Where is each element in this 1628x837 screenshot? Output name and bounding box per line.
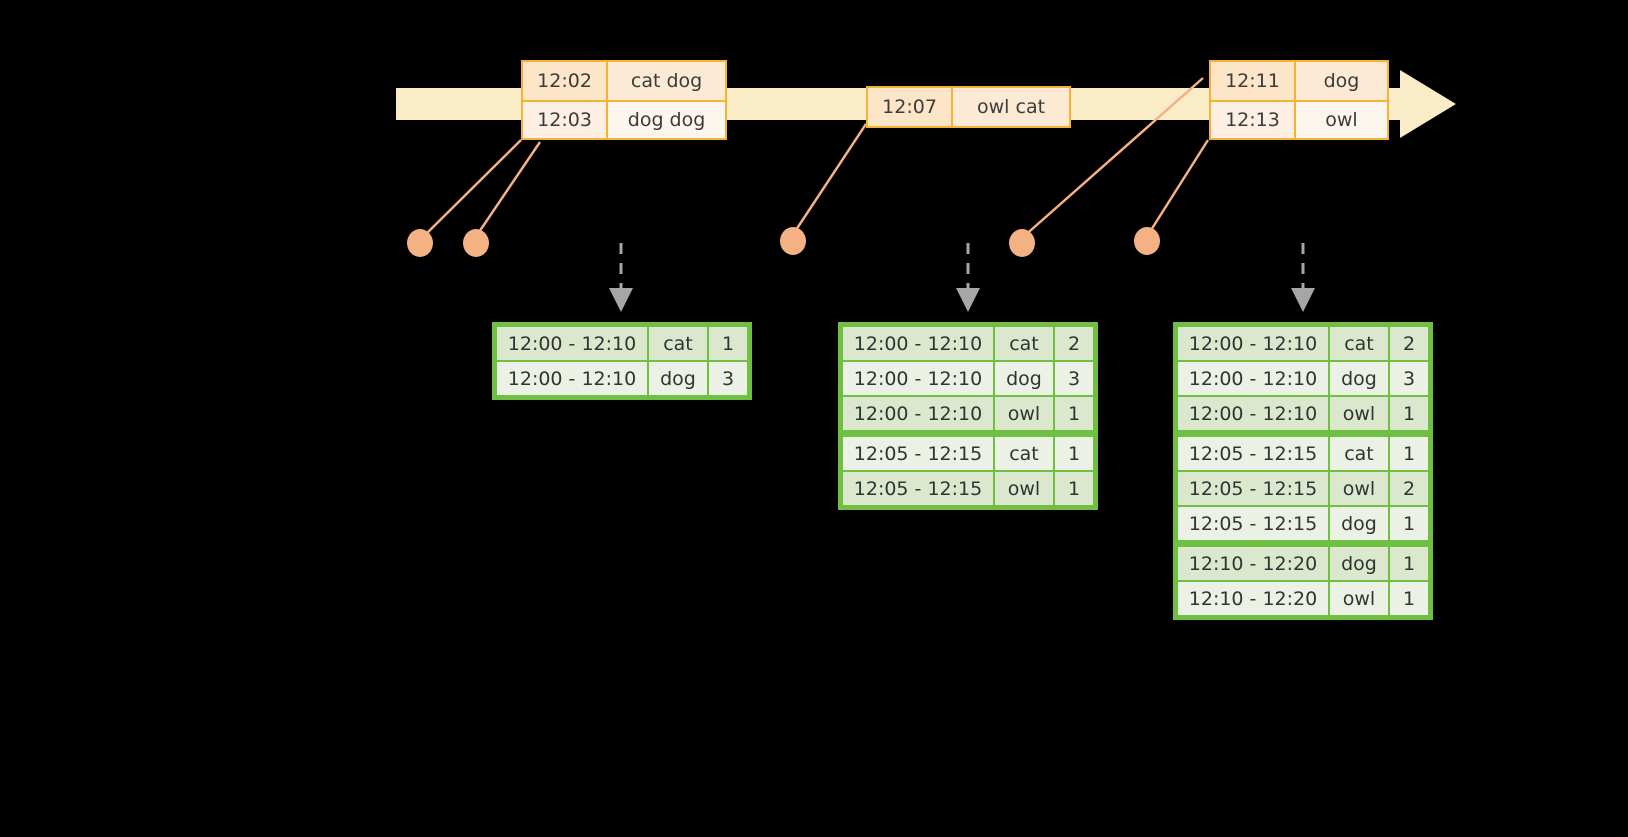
cell-count: 1 [1055, 472, 1093, 505]
cell-count: 2 [1390, 472, 1428, 505]
cell-count: 1 [1390, 582, 1428, 615]
event-box-1[interactable]: 12:02 cat dog 12:03 dog dog [521, 60, 727, 140]
event-time: 12:11 [1211, 62, 1296, 100]
cell-window: 12:00 - 12:10 [1178, 327, 1328, 360]
cell-count: 3 [1390, 362, 1428, 395]
event-dots [407, 227, 1160, 257]
cell-count: 2 [1055, 327, 1093, 360]
event-time: 12:03 [523, 102, 609, 138]
cell-window: 12:00 - 12:10 [1178, 397, 1328, 430]
cell-window: 12:05 - 12:15 [1178, 472, 1328, 505]
cell-count: 3 [709, 362, 747, 395]
event-time: 12:07 [868, 88, 954, 126]
cell-count: 1 [1055, 397, 1093, 430]
cell-count: 1 [1390, 507, 1428, 540]
state-arrows [619, 243, 1305, 288]
cell-window: 12:00 - 12:10 [497, 362, 647, 395]
event-row: 12:13 owl [1211, 100, 1387, 138]
cell-count: 1 [1390, 437, 1428, 470]
event-connectors [419, 77, 1210, 241]
cell-word: cat [1330, 437, 1388, 470]
event-words: owl cat [953, 88, 1069, 126]
table-group-separator [1178, 432, 1428, 435]
event-row: 12:03 dog dog [523, 100, 725, 138]
cell-count: 1 [1055, 437, 1093, 470]
event-words: dog [1295, 62, 1387, 100]
cell-count: 3 [1055, 362, 1093, 395]
cell-word: cat [995, 327, 1053, 360]
cell-window: 12:00 - 12:10 [1178, 362, 1328, 395]
cell-window: 12:05 - 12:15 [1178, 507, 1328, 540]
cell-word: owl [1330, 582, 1388, 615]
cell-window: 12:05 - 12:15 [843, 472, 993, 505]
cell-window: 12:00 - 12:10 [843, 397, 993, 430]
event-time: 12:02 [523, 62, 609, 100]
cell-word: owl [1330, 397, 1388, 430]
cell-word: dog [995, 362, 1053, 395]
event-row: 12:11 dog [1211, 62, 1387, 100]
cell-word: dog [1330, 507, 1388, 540]
cell-window: 12:00 - 12:10 [843, 327, 993, 360]
cell-word: owl [1330, 472, 1388, 505]
cell-word: owl [995, 397, 1053, 430]
cell-word: owl [995, 472, 1053, 505]
table-group-separator [843, 432, 1093, 435]
event-box-2[interactable]: 12:07 owl cat [866, 86, 1071, 128]
cell-count: 1 [1390, 397, 1428, 430]
cell-window: 12:05 - 12:15 [1178, 437, 1328, 470]
table-group-separator [1178, 542, 1428, 545]
cell-count: 1 [709, 327, 747, 360]
event-time: 12:13 [1211, 102, 1296, 138]
event-words: owl [1295, 102, 1387, 138]
cell-word: dog [649, 362, 707, 395]
cell-window: 12:00 - 12:10 [843, 362, 993, 395]
cell-word: dog [1330, 547, 1388, 580]
cell-window: 12:10 - 12:20 [1178, 547, 1328, 580]
event-words: cat dog [608, 62, 725, 100]
cell-count: 2 [1390, 327, 1428, 360]
event-box-3[interactable]: 12:11 dog 12:13 owl [1209, 60, 1389, 140]
event-row: 12:07 owl cat [868, 88, 1069, 126]
cell-word: dog [1330, 362, 1388, 395]
cell-word: cat [1330, 327, 1388, 360]
cell-window: 12:00 - 12:10 [497, 327, 647, 360]
cell-window: 12:10 - 12:20 [1178, 582, 1328, 615]
state-arrowheads [609, 288, 1315, 312]
event-words: dog dog [608, 102, 725, 138]
cell-word: cat [995, 437, 1053, 470]
cell-count: 1 [1390, 547, 1428, 580]
cell-word: cat [649, 327, 707, 360]
cell-window: 12:05 - 12:15 [843, 437, 993, 470]
event-row: 12:02 cat dog [523, 62, 725, 100]
